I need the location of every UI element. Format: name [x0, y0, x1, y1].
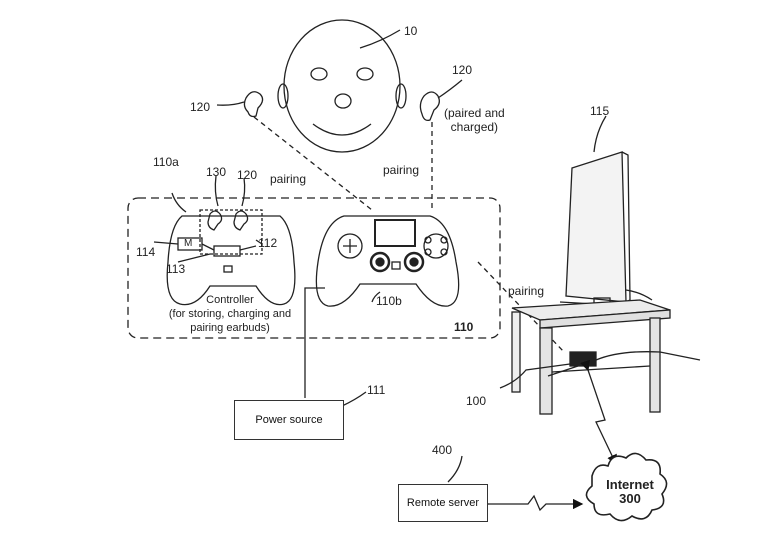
label-earbud-slot: 120 [237, 168, 258, 182]
controller-caption: Controller (for storing, charging and pa… [150, 293, 310, 335]
power-source-box: Power source [234, 400, 344, 440]
internet-label: Internet 300 [590, 478, 670, 506]
controller-caption-line2: (for storing, charging and [168, 308, 292, 320]
user-head [277, 19, 407, 153]
label-earbud-status: (paired and charged) [444, 106, 505, 134]
label-component-112: 112 [258, 236, 278, 250]
label-module: 114 [136, 245, 156, 259]
internet-name: Internet [606, 477, 654, 492]
leader-10 [359, 29, 401, 49]
tv-drawing [559, 115, 653, 307]
remote-server-box: Remote server [398, 484, 488, 522]
label-pairing-left: pairing [270, 172, 307, 186]
controller-group-box [127, 197, 501, 339]
controller-b-drawing [315, 215, 460, 307]
label-tv: 115 [590, 104, 610, 118]
internet-cloud [585, 452, 668, 522]
label-server: 400 [432, 443, 453, 457]
label-pairing-right: pairing [383, 163, 420, 177]
label-power: 111 [367, 383, 386, 397]
earbud-left-drawing [243, 91, 264, 118]
table-drawing [511, 299, 671, 415]
label-console: 100 [466, 394, 487, 408]
label-component-113: 113 [166, 262, 186, 276]
controller-a-drawing [153, 175, 296, 306]
console-drawing [499, 351, 701, 389]
controller-caption-line1: Controller [206, 294, 254, 306]
label-compartment: 130 [206, 165, 227, 179]
controller-caption-line3: pairing earbuds) [190, 322, 270, 334]
label-controller-a: 110a [153, 155, 179, 169]
label-user: 10 [404, 24, 418, 38]
label-controller-b: 110b [376, 294, 402, 308]
label-earbud-left: 120 [190, 100, 211, 114]
label-earbud-right: 120 [452, 63, 473, 77]
power-cable [304, 287, 325, 398]
label-controller-group: 110 [454, 320, 474, 334]
network-link-console [580, 359, 617, 466]
internet-number: 300 [619, 491, 641, 506]
earbud-right-drawing [419, 91, 440, 122]
label-pairing-tv: pairing [508, 284, 545, 298]
label-module-m: M [184, 238, 193, 249]
network-link-server [478, 494, 584, 512]
